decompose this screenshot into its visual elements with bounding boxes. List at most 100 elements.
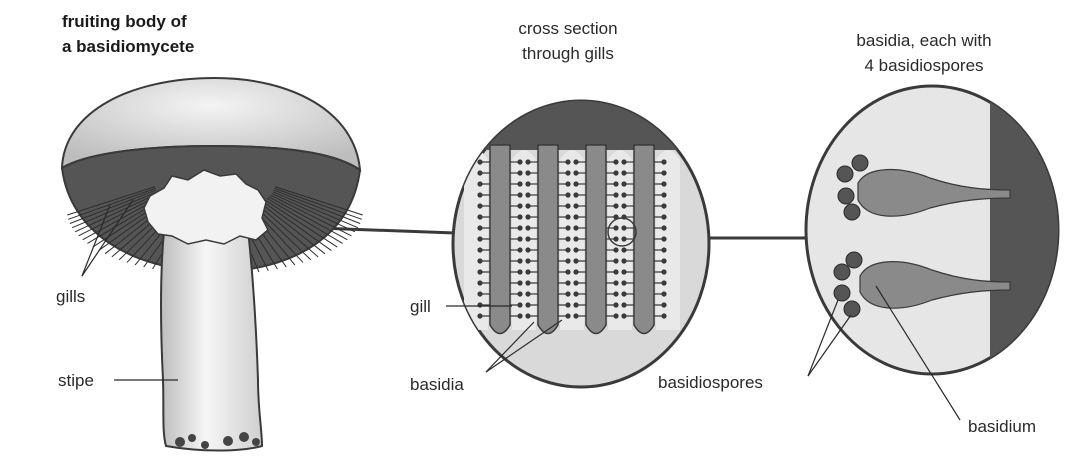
basidium-dot	[661, 313, 666, 318]
basidium-dot	[621, 269, 626, 274]
basidium-dot	[613, 280, 618, 285]
basidium-dot	[525, 181, 530, 186]
basidium-dot	[477, 280, 482, 285]
basidium-dot	[661, 192, 666, 197]
basidium-dot	[477, 247, 482, 252]
basidium-dot	[565, 203, 570, 208]
basidium-dot	[517, 291, 522, 296]
basidium-dot	[621, 181, 626, 186]
basidium-dot	[613, 313, 618, 318]
basidium-dot	[613, 291, 618, 296]
basidium-dot	[477, 192, 482, 197]
basidium-dot	[477, 302, 482, 307]
basidium-dot	[477, 181, 482, 186]
basidium-dot	[621, 302, 626, 307]
basidium-dot	[565, 170, 570, 175]
title-basidia-line1: basidia, each with	[856, 31, 991, 50]
basidium-dot	[477, 214, 482, 219]
basidium-dot	[517, 225, 522, 230]
mushroom-stipe	[161, 212, 262, 451]
basidium-dot	[573, 258, 578, 263]
basidium-dot	[565, 181, 570, 186]
basidium-dot	[573, 159, 578, 164]
basidium-dot	[565, 313, 570, 318]
basidium-dot	[573, 192, 578, 197]
basidium-dot	[517, 192, 522, 197]
basidium-dot	[477, 203, 482, 208]
basidium-dot	[661, 203, 666, 208]
basidium-dot	[661, 247, 666, 252]
basidium-dot	[565, 247, 570, 252]
basidium-dot	[525, 313, 530, 318]
basidium-dot	[477, 236, 482, 241]
basidium-dot	[621, 159, 626, 164]
basidium-dot	[573, 247, 578, 252]
label-basidia: basidia	[410, 375, 464, 394]
basidium-dot	[661, 258, 666, 263]
title-fruiting-body-line2: a basidiomycete	[62, 37, 194, 56]
basidium-dot	[525, 247, 530, 252]
gill-column	[490, 145, 510, 334]
basidium-dot	[565, 159, 570, 164]
label-gill: gill	[410, 297, 431, 316]
basidium-dot	[573, 170, 578, 175]
title-basidia-line2: 4 basidiospores	[864, 56, 983, 75]
gill-gap	[608, 150, 632, 330]
basidium-dot	[565, 214, 570, 219]
basidium-dot	[525, 302, 530, 307]
basidia-circle	[806, 80, 1070, 380]
basidium-dot	[613, 159, 618, 164]
basidium-dot	[525, 203, 530, 208]
basidium-dot	[477, 225, 482, 230]
basidium-dot	[613, 170, 618, 175]
basidium-dot	[661, 225, 666, 230]
basidium-dot	[613, 225, 618, 230]
basidium-dot	[573, 291, 578, 296]
title-cross-section-line2: through gills	[522, 44, 614, 63]
basidium-dot	[661, 280, 666, 285]
gill-gap	[560, 150, 584, 330]
basidium-dot	[573, 313, 578, 318]
basidium-dot	[621, 247, 626, 252]
basidium-dot	[613, 302, 618, 307]
gill-column	[634, 145, 654, 334]
basidium-dot	[573, 302, 578, 307]
basidium-dot	[517, 203, 522, 208]
basidium-dot	[613, 192, 618, 197]
basidium-dot	[573, 280, 578, 285]
label-basidiospores: basidiospores	[658, 373, 763, 392]
basidium-dot	[621, 280, 626, 285]
basidium-dot	[613, 247, 618, 252]
basidium-dot	[621, 313, 626, 318]
label-stipe: stipe	[58, 371, 94, 390]
gill-gap	[512, 150, 536, 330]
basidium-dot	[661, 236, 666, 241]
gill-gap	[656, 150, 680, 330]
basidium-dot	[621, 291, 626, 296]
basidium-dot	[477, 313, 482, 318]
basidium-dot	[565, 269, 570, 274]
basidium-dot	[613, 203, 618, 208]
basidium-dot	[477, 269, 482, 274]
basidium-dot	[565, 225, 570, 230]
basidium-dot	[517, 258, 522, 263]
basidium-dot	[525, 291, 530, 296]
basidium-dot	[525, 214, 530, 219]
basidium-dot	[573, 181, 578, 186]
cross-section-circle	[440, 90, 730, 387]
basidium-dot	[621, 192, 626, 197]
basidium-dot	[565, 258, 570, 263]
basidium-dot	[517, 247, 522, 252]
basidium-dot	[661, 170, 666, 175]
basidium-dot	[477, 159, 482, 164]
basidium-dot	[621, 170, 626, 175]
label-gills: gills	[56, 287, 85, 306]
basidium-dot	[525, 225, 530, 230]
basidium-dot	[517, 302, 522, 307]
basidium-dot	[613, 236, 618, 241]
basidium-dot	[661, 214, 666, 219]
basidium-dot	[517, 214, 522, 219]
mushroom-illustration	[62, 78, 363, 451]
basidium-dot	[525, 269, 530, 274]
